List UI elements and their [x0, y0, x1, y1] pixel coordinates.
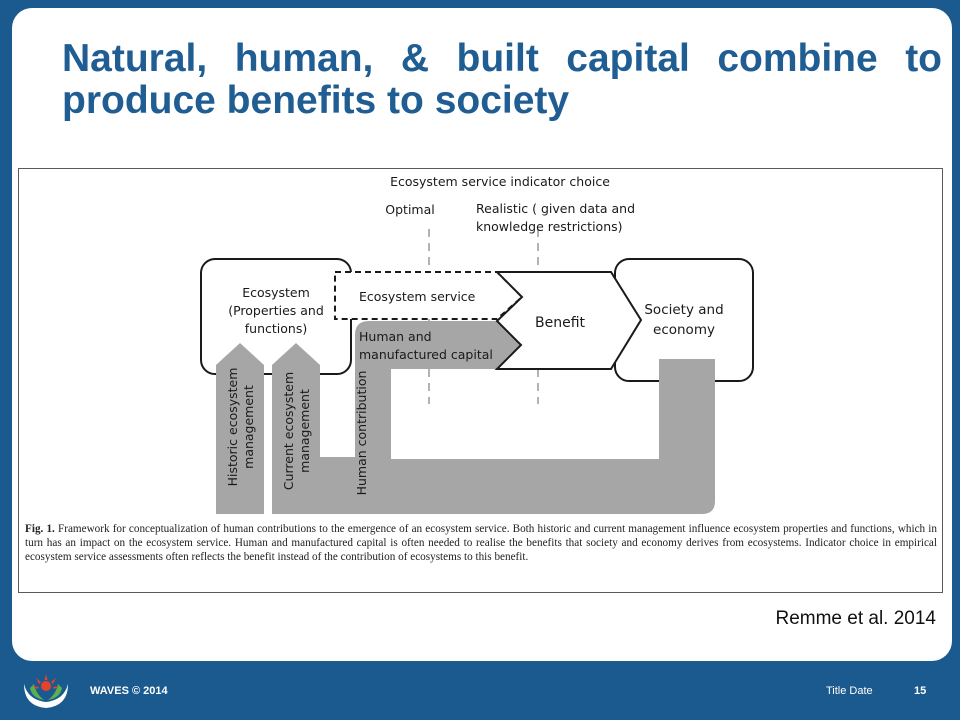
- optimal-label: Optimal: [385, 202, 434, 217]
- figure-caption-label: Fig. 1.: [25, 523, 55, 535]
- footer-page-number: 15: [914, 685, 927, 697]
- footer-date: Title Date: [826, 685, 873, 697]
- historic-management-arrow: [216, 343, 264, 514]
- figure: Ecosystem service indicator choice Optim…: [18, 168, 943, 593]
- capital-label-line1: Human and: [359, 329, 432, 344]
- capital-label-line2: manufactured capital: [359, 347, 493, 362]
- figure-caption: Fig. 1. Framework for conceptualization …: [25, 522, 937, 564]
- historic-label-line2: management: [241, 385, 256, 469]
- waves-logo-icon: [24, 674, 68, 708]
- footer-copyright: WAVES © 2014: [90, 685, 168, 697]
- benefit-label: Benefit: [535, 315, 586, 331]
- slide-title: Natural, human, & built capital combine …: [62, 37, 942, 122]
- ecosystem-label-line3: functions): [245, 321, 307, 336]
- current-management-arrow: [272, 343, 320, 514]
- framework-diagram: Ecosystem service indicator choice Optim…: [200, 174, 754, 514]
- ecosystem-label-line1: Ecosystem: [242, 285, 310, 300]
- ecosystem-service-label: Ecosystem service: [359, 289, 476, 304]
- human-contribution-label: Human contribution: [354, 371, 369, 496]
- indicator-choice-header: Ecosystem service indicator choice: [390, 174, 610, 189]
- current-label-line2: management: [297, 389, 312, 473]
- human-contribution-band: [320, 321, 715, 514]
- citation: Remme et al. 2014: [775, 608, 936, 629]
- realistic-label-line2: knowledge restrictions): [476, 219, 623, 234]
- benefit-arrow: [494, 271, 643, 370]
- realistic-label-line1: Realistic ( given data and: [476, 201, 635, 216]
- society-label-line2: economy: [653, 322, 715, 338]
- current-label-line1: Current ecosystem: [281, 372, 296, 490]
- historic-label-line1: Historic ecosystem: [225, 368, 240, 487]
- ecosystem-label-line2: (Properties and: [228, 303, 324, 318]
- figure-caption-text: Framework for conceptualization of human…: [25, 523, 937, 563]
- society-label-line1: Society and: [644, 302, 723, 318]
